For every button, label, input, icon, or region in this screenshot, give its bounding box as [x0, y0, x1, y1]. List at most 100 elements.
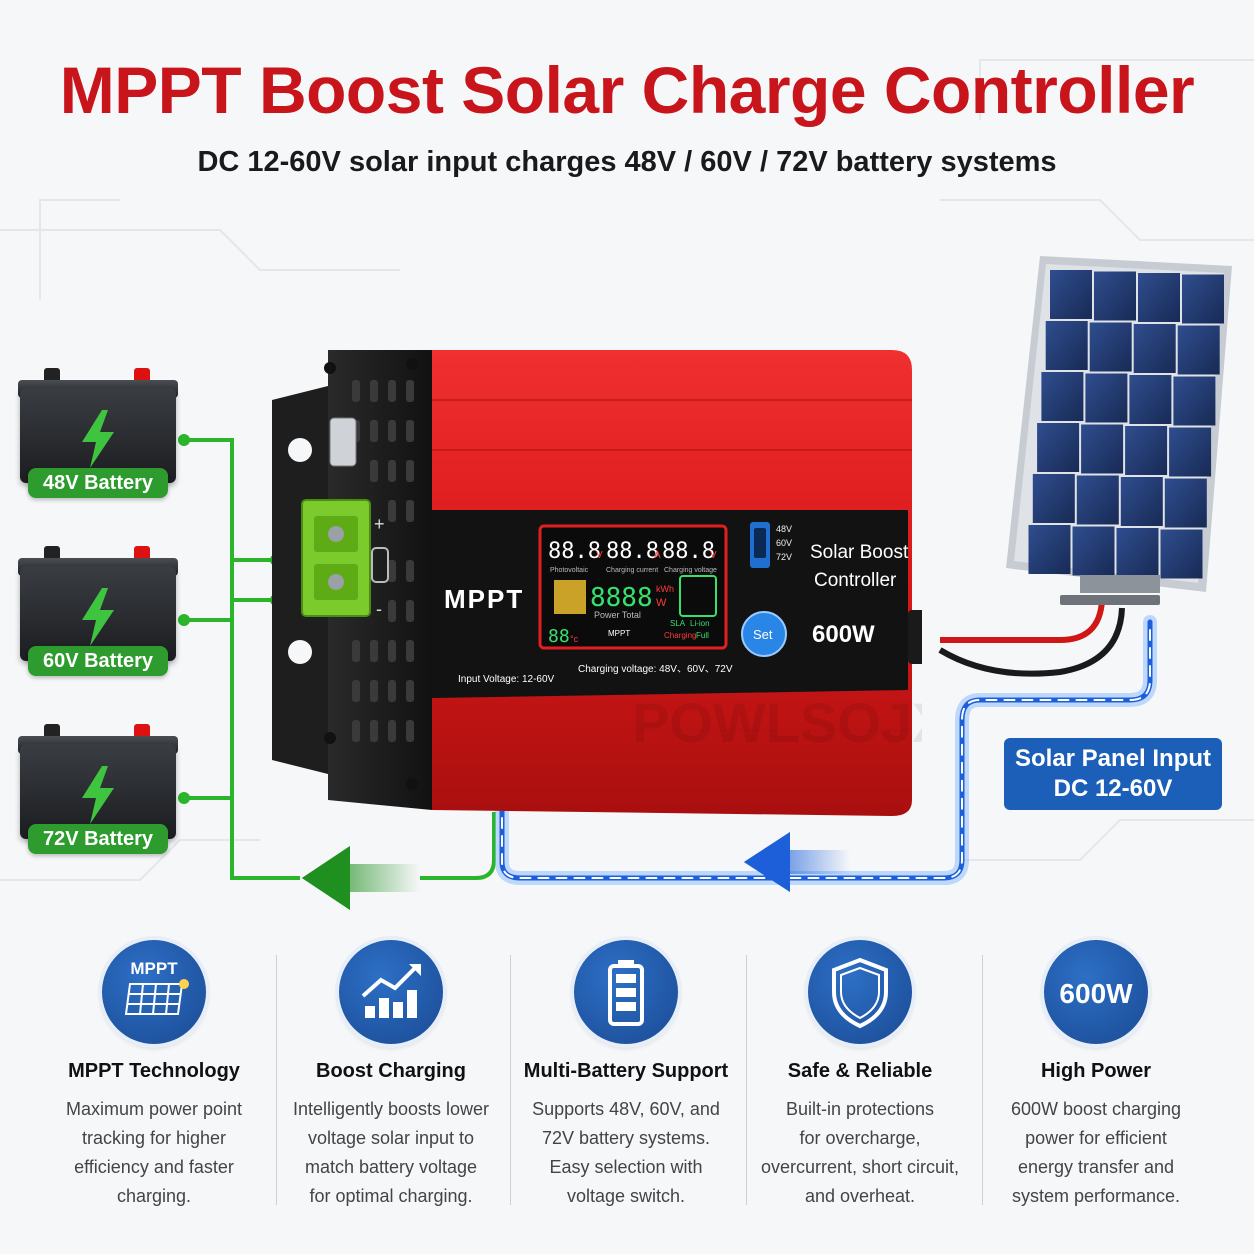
svg-text:kWh: kWh	[656, 584, 674, 594]
solar-cell	[1116, 528, 1159, 577]
shield-icon	[808, 940, 912, 1044]
feature-mppt-technology: MPPT MPPT Technology Maximum power point…	[36, 940, 272, 1211]
battery-level-icon	[679, 575, 717, 617]
solar-cell	[1045, 321, 1088, 370]
svg-text:Set: Set	[753, 627, 773, 642]
solar-cell	[1081, 424, 1124, 474]
lightning-bolt-icon	[82, 410, 114, 468]
solar-cell	[1094, 271, 1136, 321]
battery-label: 72V Battery	[28, 824, 168, 854]
charging-voltage-text: Charging voltage: 48V、60V、72V	[578, 664, 733, 675]
battery-48v: 48V Battery	[18, 368, 178, 498]
battery-72v: 72V Battery	[18, 724, 178, 854]
solar-cell	[1169, 427, 1212, 477]
controller-name-line1: Solar Boost	[810, 542, 909, 563]
svg-text:MPPT: MPPT	[130, 959, 178, 978]
svg-text:600W: 600W	[1059, 978, 1133, 1009]
lightning-bolt-icon	[82, 766, 114, 824]
feature-high-power: 600W High Power 600W boost charging powe…	[978, 940, 1214, 1211]
svg-text:60V: 60V	[776, 538, 792, 548]
voltage-selector-switch[interactable]: 48V 60V 72V	[750, 522, 792, 568]
svg-text:72V: 72V	[776, 552, 792, 562]
charge-controller-device: + - MPPT 88.8 V 88.8 A 88.8 V Photovolta…	[272, 350, 922, 816]
charging-current-readout: 88.8	[606, 539, 659, 564]
charging-voltage-readout: 88.8	[662, 539, 715, 564]
svg-text:Full: Full	[696, 631, 709, 640]
page-title: MPPT Boost Solar Charge Controller	[59, 53, 1195, 127]
svg-text:SLA: SLA	[670, 619, 686, 628]
solar-cell	[1138, 273, 1180, 322]
battery-label: 60V Battery	[28, 646, 168, 676]
solar-cell	[1085, 373, 1128, 423]
svg-text:W: W	[656, 597, 667, 609]
svg-text:V: V	[596, 550, 603, 561]
blue-arrow	[744, 832, 850, 892]
input-voltage-text: Input Voltage: 12-60V	[458, 674, 555, 685]
solar-cell	[1164, 478, 1207, 528]
divider	[746, 955, 747, 1205]
feature-safe-reliable: Safe & Reliable Built-in protections for…	[742, 940, 978, 1211]
power-rating-label: 600W	[812, 621, 875, 648]
lcd-display: 88.8 V 88.8 A 88.8 V Photovoltaic Chargi…	[538, 524, 728, 650]
mppt-tag: MPPT	[608, 629, 630, 638]
feature-multi-battery: Multi-Battery Support Supports 48V, 60V,…	[508, 940, 744, 1211]
boost-chart-icon	[339, 940, 443, 1044]
solar-cell-icon	[554, 580, 586, 614]
solar-cell	[1037, 423, 1080, 472]
feature-description: Supports 48V, 60V, and 72V battery syste…	[532, 1099, 720, 1206]
solar-cell	[1160, 529, 1203, 579]
divider	[510, 955, 511, 1205]
feature-description: Built-in protections for overcharge, ove…	[760, 1099, 960, 1206]
green-arrow	[302, 846, 420, 910]
battery-60v: 60V Battery	[18, 546, 178, 676]
feature-title: Boost Charging	[316, 1060, 466, 1082]
divider	[276, 955, 277, 1205]
solar-cell	[1125, 426, 1168, 475]
svg-text:Photovoltaic: Photovoltaic	[550, 567, 589, 574]
feature-description: Intelligently boosts lower voltage solar…	[292, 1099, 490, 1206]
terminal-plus-label: +	[374, 514, 385, 534]
feature-title: High Power	[1040, 1060, 1151, 1082]
solar-cell	[1177, 325, 1220, 375]
feature-title: Multi-Battery Support	[523, 1060, 729, 1082]
solar-cell	[1120, 477, 1163, 526]
svg-text:V: V	[710, 550, 717, 561]
lightning-bolt-icon	[82, 588, 114, 646]
solar-cell	[1028, 525, 1071, 574]
feature-description: Maximum power point tracking for higher …	[65, 1099, 243, 1206]
power-badge-icon: 600W	[1044, 940, 1148, 1044]
svg-text:48V: 48V	[776, 524, 792, 534]
solar-panel-input-label: Solar Panel Input DC 12-60V	[1004, 738, 1222, 810]
battery-label: 48V Battery	[28, 468, 168, 498]
set-button[interactable]: Set	[741, 611, 787, 657]
solar-cell	[1089, 322, 1132, 372]
solar-cell	[1032, 474, 1075, 523]
svg-text:Charging voltage: Charging voltage	[664, 567, 717, 574]
photovoltaic-readout: 88.8	[548, 539, 601, 564]
solar-cell	[1133, 324, 1176, 373]
solar-cell	[1182, 274, 1224, 324]
svg-text:Li-ion: Li-ion	[690, 619, 710, 628]
temperature-readout: 88	[548, 626, 570, 647]
svg-text:°c: °c	[570, 634, 579, 644]
power-readout: 8888	[590, 583, 653, 613]
solar-panel	[1006, 256, 1232, 605]
battery-icon	[574, 940, 678, 1044]
feature-boost-charging: Boost Charging Intelligently boosts lowe…	[273, 940, 509, 1211]
solar-cell	[1076, 475, 1119, 525]
solar-cell	[1072, 526, 1115, 576]
feature-description: 600W boost charging power for efficient …	[1010, 1099, 1182, 1206]
mppt-panel-icon: MPPT	[102, 940, 206, 1044]
svg-text:Charging current: Charging current	[606, 567, 658, 574]
svg-text:Power Total: Power Total	[594, 610, 641, 620]
mppt-brand-label: MPPT	[444, 584, 524, 614]
divider	[982, 955, 983, 1205]
solar-cell	[1050, 270, 1092, 319]
solar-cell	[1173, 376, 1216, 426]
background-circuit-lines	[0, 59, 1254, 881]
controller-name-line2: Controller	[814, 570, 897, 591]
terminal-minus-label: -	[376, 599, 382, 619]
svg-text:Charging: Charging	[664, 631, 696, 640]
solar-cell	[1129, 375, 1172, 424]
terminal-block	[301, 499, 371, 617]
